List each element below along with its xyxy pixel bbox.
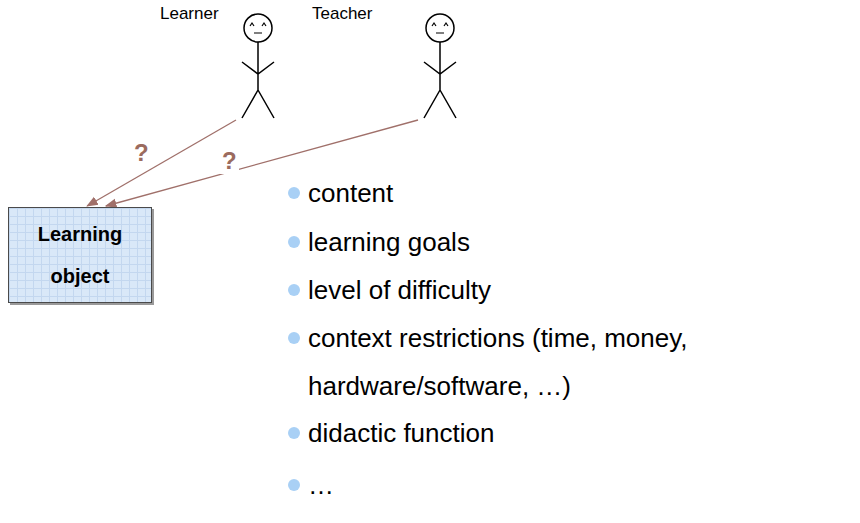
stick-figure [230,10,286,122]
person-label: Teacher [312,4,372,24]
person-figure: Learner [150,4,290,122]
bullet-dot [288,236,300,248]
bullet-dot [288,187,300,199]
connector-arrow [87,120,236,206]
bullet-text: didactic function [308,409,494,457]
bullet-dot [288,479,300,491]
bullet-text: content [308,169,393,217]
bullet-text: context restrictions (time, money, hardw… [308,314,728,410]
figure-face [432,23,448,33]
figure-head [426,14,454,42]
bullet-text: learning goals [308,218,470,266]
edge-label: ? [132,140,151,166]
figure-body [424,42,456,118]
bullet-dot [288,427,300,439]
figure-face [250,23,266,33]
learning-object-box: Learning object [8,207,152,303]
figure-body [242,42,274,118]
figure-head [244,14,272,42]
bullet-dot [288,332,300,344]
person-figure: Teacher [300,4,470,122]
bullet-text: … [308,461,334,509]
box-label: Learning object [18,213,142,297]
bullet-text: level of difficulty [308,266,491,314]
person-label: Learner [160,4,219,24]
edge-label: ? [220,148,239,174]
bullet-dot [288,284,300,296]
stick-figure [412,10,468,122]
